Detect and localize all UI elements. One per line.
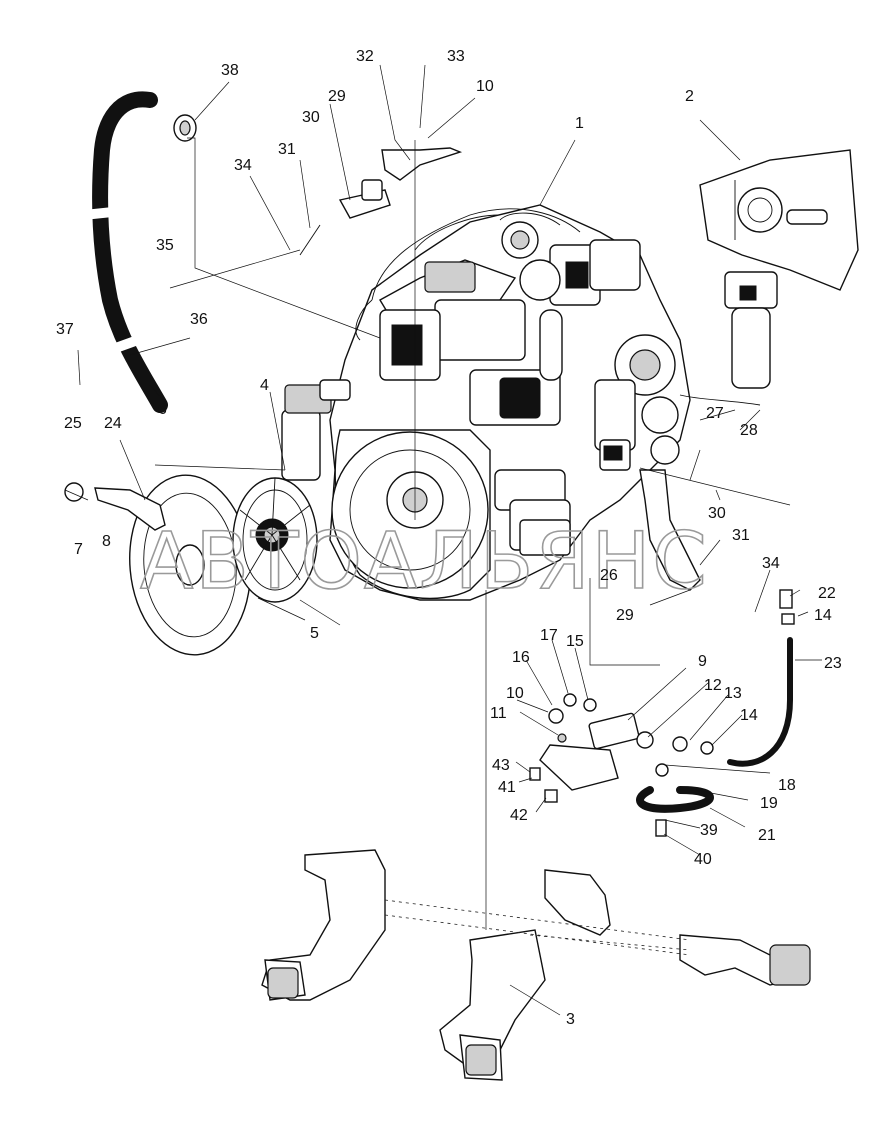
flywheel-24 [64,474,251,656]
callout-32: 32 [356,48,374,65]
callout-35: 35 [156,237,174,254]
alignment-lines [384,899,691,956]
callout-labels: 38 32 33 10 29 30 1 2 31 34 35 36 37 4 6… [56,48,842,1028]
callout-16: 16 [512,649,530,666]
callout-19: 19 [760,795,778,812]
callout-8: 8 [102,533,111,550]
callout-23: 23 [824,655,842,672]
callout-2: 2 [685,88,694,105]
belt-cover [699,149,859,291]
callout-25: 25 [64,415,82,432]
leader-lines [64,64,822,1016]
callout-7: 7 [74,541,83,558]
callout-15: 15 [566,633,584,650]
callout-24: 24 [104,415,122,432]
callout-39: 39 [700,822,718,839]
callout-9: 9 [698,653,707,670]
fuel-filter [679,271,778,406]
callout-36: 36 [190,311,208,328]
callout-28: 28 [740,422,758,439]
callout-1: 1 [575,115,584,132]
callout-43: 43 [492,757,510,774]
callout-17: 17 [540,627,558,644]
callout-38: 38 [221,62,239,79]
callout-31-top: 31 [278,141,296,158]
callout-29-right: 29 [616,607,634,624]
callout-33: 33 [447,48,465,65]
upper-bracket [299,147,463,256]
callout-5: 5 [310,625,319,642]
callout-13: 13 [724,685,742,702]
callout-11: 11 [490,705,507,722]
callout-4: 4 [260,377,269,394]
callout-31-right: 31 [732,527,750,544]
hose-35 [87,91,197,413]
callout-40: 40 [694,851,712,868]
callout-6: 6 [158,401,167,418]
callout-30-top: 30 [302,109,320,126]
watermark-text: АВТОАЛЬЯНС [140,517,709,607]
callout-30-right: 30 [708,505,726,522]
callout-37: 37 [56,321,74,338]
callout-18: 18 [778,777,796,794]
small-parts [529,589,795,837]
callout-10-top: 10 [476,78,494,95]
engine-assembly [281,204,701,601]
engine-mounts [261,849,811,1081]
callout-14-right: 14 [814,607,832,624]
callout-29-top: 29 [328,88,346,105]
fan-hub-5 [232,477,318,603]
callout-42: 42 [510,807,528,824]
callout-26: 26 [600,567,618,584]
callout-34-right: 34 [762,555,780,572]
callout-41: 41 [498,779,516,796]
callout-22: 22 [818,585,836,602]
callout-34-top: 34 [234,157,252,174]
callout-14-mid: 14 [740,707,758,724]
callout-27: 27 [706,405,724,422]
callout-3: 3 [566,1011,575,1028]
callout-10-mid: 10 [506,685,524,702]
callout-12: 12 [704,677,722,694]
callout-21: 21 [758,827,776,844]
